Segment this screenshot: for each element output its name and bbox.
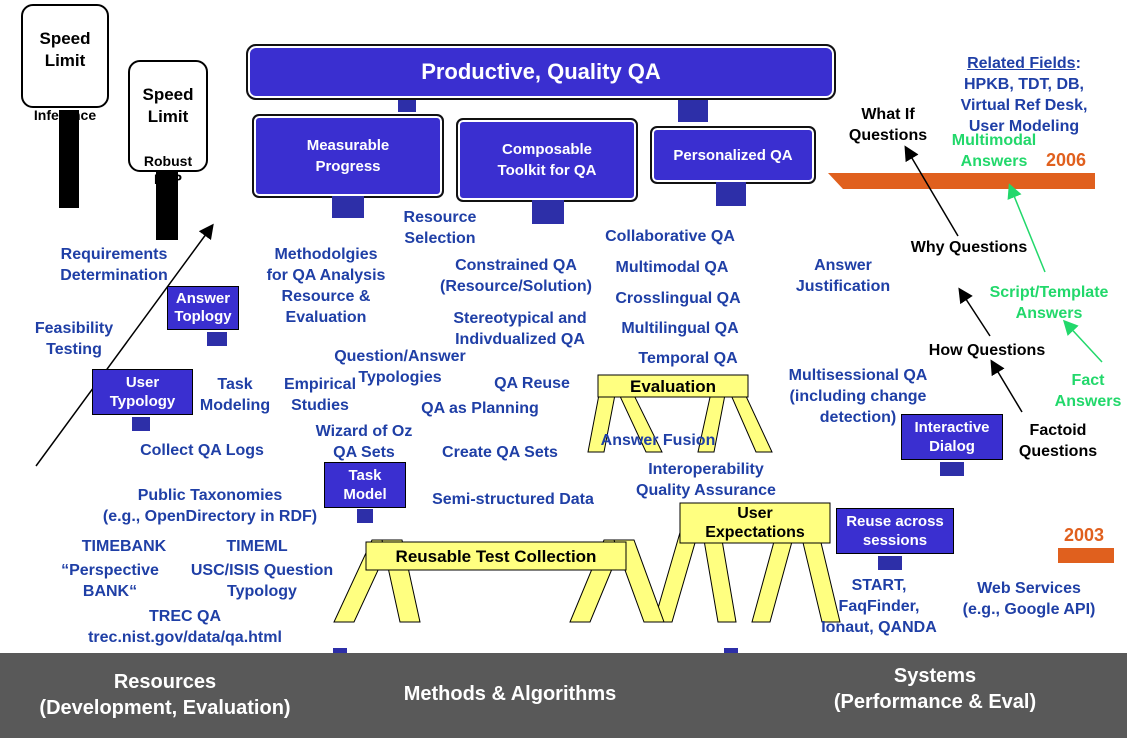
feasibility-label: Feasibility Testing (34, 320, 114, 358)
user-typology-label: User Typology (109, 374, 176, 410)
hurdle-evaluation-label: Evaluation (630, 377, 716, 396)
year-2003-bar (1058, 548, 1114, 563)
requirements-label: Requirements Determination (60, 246, 168, 284)
speed-limit-inference-sign: Speed Limit Inference (21, 4, 109, 123)
multilingual-qa-label: Multilingual QA (621, 320, 739, 337)
speed-limit-robust-sign: Speed Limit Robust NLP (128, 60, 208, 187)
interoperability-label: Interoperability Quality Assurance (636, 461, 776, 499)
interactive-dialog-box: Interactive Dialog (901, 414, 1003, 460)
timebank-label: TIMEBANK (81, 538, 167, 555)
hurdle-user-expectations-label: User Expectations (705, 505, 805, 541)
connector (332, 196, 364, 218)
connector (398, 100, 416, 112)
arrow-script-multimodal (1007, 183, 1046, 273)
arrow-why-whatif (904, 145, 959, 237)
hurdle-user-expectations (653, 502, 841, 623)
methodologies-label: Methodolgies for QA Analysis Resource & … (266, 246, 386, 326)
collaborative-qa-label: Collaborative QA (605, 228, 735, 245)
title-box: Productive, Quality QA (246, 44, 836, 100)
factoid-questions-label: Factoid Questions (1018, 422, 1098, 460)
reuse-sessions-label: Reuse across sessions (846, 513, 944, 549)
hurdle-evaluation (587, 374, 773, 453)
year-2006-label: 2006 (1045, 150, 1087, 170)
why-questions-label: Why Questions (910, 239, 1028, 256)
collect-qa-logs-label: Collect QA Logs (140, 442, 264, 459)
perspective-bank-label: “Perspective BANK“ (61, 562, 159, 600)
related-fields-items: HPKB, TDT, DB, Virtual Ref Desk, User Mo… (960, 76, 1088, 135)
methods-heading: Methods & Algorithms (403, 683, 617, 705)
page-title: Productive, Quality QA (421, 59, 661, 84)
what-if-questions-label: What If Questions (848, 106, 928, 144)
related-fields-heading[interactable]: Related Fields (967, 55, 1076, 72)
web-services-label: Web Services (e.g., Google API) (962, 580, 1096, 618)
answer-typology-box: Answer Toplogy (167, 286, 239, 330)
connector (678, 100, 708, 122)
multisessional-qa-label: Multisessional QA (including change dete… (788, 367, 928, 426)
public-taxonomies-label: Public Taxonomies (e.g., OpenDirectory i… (102, 487, 318, 525)
usc-isis-label: USC/ISIS Question Typology (190, 562, 334, 600)
year-2006-bar (828, 173, 1095, 189)
crosslingual-qa-label: Crosslingual QA (615, 290, 741, 307)
hurdle-reusable-test-label: Reusable Test Collection (395, 547, 597, 566)
connector (878, 556, 902, 570)
script-template-answers-label: Script/Template Answers (989, 284, 1109, 322)
task-model-label: Task Model (343, 467, 387, 503)
user-typology-box: User Typology (92, 369, 193, 415)
timeml-label: TIMEML (226, 538, 288, 555)
personalized-qa-label: Personalized QA (673, 146, 793, 164)
arrow-factoid-how (990, 359, 1023, 413)
trec-qa-label: TREC QA trec.nist.gov/data/qa.html (88, 608, 282, 646)
empirical-studies-label: Empirical Studies (283, 376, 357, 414)
qa-reuse-label: QA Reuse (494, 375, 570, 392)
qa-planning-label: QA as Planning (421, 400, 539, 417)
progress-arrow (35, 223, 214, 467)
sign-robust-head: Speed Limit (142, 85, 194, 126)
resource-selection-label: Resource Selection (403, 209, 477, 247)
sign-inference-post (59, 110, 79, 208)
multimodal-answers-label: Multimodal Answers (951, 132, 1037, 170)
reuse-sessions-box: Reuse across sessions (836, 508, 954, 554)
personalized-qa-box: Personalized QA (650, 126, 816, 184)
systems-heading: Systems (Performance & Eval) (833, 665, 1037, 713)
semi-structured-label: Semi-structured Data (432, 491, 594, 508)
task-model-box: Task Model (324, 462, 406, 508)
wizard-label: Wizard of Oz QA Sets (315, 423, 413, 461)
constrained-qa-label: Constrained QA (Resource/Solution) (439, 257, 592, 295)
connector (207, 332, 227, 346)
connector (716, 182, 746, 206)
connector (532, 200, 564, 224)
hurdle-reusable-test (333, 539, 665, 623)
related-fields-colon: : (1075, 55, 1081, 72)
sign-inference-head: Speed Limit (39, 29, 91, 70)
multimodal-qa-label: Multimodal QA (615, 259, 729, 276)
sign-robust-post (156, 172, 178, 240)
answer-typology-label: Answer Toplogy (174, 290, 232, 325)
bottom-bar: Resources (Development, Evaluation) Meth… (0, 653, 1127, 738)
how-questions-label: How Questions (928, 342, 1046, 359)
resources-heading: Resources (Development, Evaluation) (39, 671, 291, 719)
task-modeling-label: Task Modeling (199, 376, 271, 414)
year-2003-label: 2003 (1063, 525, 1105, 545)
start-systems-label: START, FaqFinder, Ionaut, QANDA (821, 577, 937, 636)
composable-toolkit-box: Composable Toolkit for QA (456, 118, 638, 202)
answer-justification-label: Answer Justification (795, 257, 891, 295)
measurable-progress-label: Measurable Progress (306, 137, 390, 175)
measurable-progress-box: Measurable Progress (252, 114, 444, 198)
temporal-qa-label: Temporal QA (638, 350, 738, 367)
interactive-dialog-label: Interactive Dialog (914, 419, 990, 455)
related-fields: Related Fields: HPKB, TDT, DB, Virtual R… (942, 32, 1106, 158)
fact-answers-label: Fact Answers (1054, 372, 1122, 410)
question-answer-typologies-label: Question/Answer Typologies (334, 348, 466, 386)
create-qa-sets-label: Create QA Sets (442, 444, 558, 461)
composable-toolkit-label: Composable Toolkit for QA (497, 141, 597, 179)
connector (940, 462, 964, 476)
arrow-how-why (958, 287, 991, 337)
stereotypical-label: Stereotypical and Indivdualized QA (453, 310, 587, 348)
connector (132, 417, 150, 431)
connector (357, 509, 373, 523)
answer-fusion-label: Answer Fusion (600, 432, 716, 449)
arrow-fact-script (1062, 319, 1103, 363)
